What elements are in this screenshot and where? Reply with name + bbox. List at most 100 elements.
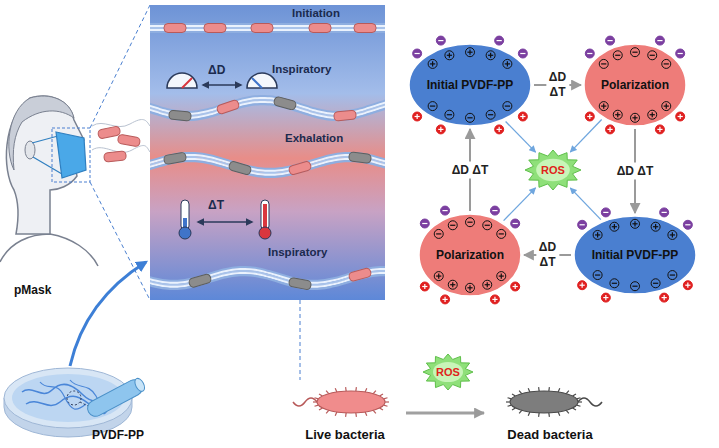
charge-symbol (520, 53, 525, 54)
charge-symbol (664, 295, 665, 300)
charge-symbol (589, 114, 590, 119)
polarized-ellipse: Polarization (583, 43, 687, 127)
charge-symbol (634, 221, 635, 226)
charge-symbol (612, 283, 617, 284)
charge-symbol (593, 230, 602, 239)
ros-star: ROS (423, 354, 473, 390)
charge-symbol (448, 280, 457, 289)
charge-symbol (445, 51, 454, 60)
charge-symbol (420, 282, 429, 291)
fiber-tube (85, 376, 147, 419)
text-holder: Initiation (292, 7, 340, 19)
charge-symbol (603, 103, 604, 108)
charge-symbol (417, 114, 418, 119)
charge-symbol (648, 110, 657, 119)
charge-symbol (585, 112, 594, 121)
charge-symbol (651, 222, 660, 231)
text-holder: Exhalation (285, 132, 343, 144)
charge-symbol (605, 295, 606, 300)
live-bacterium: Live bacteria (286, 382, 404, 444)
charge-symbol (490, 53, 491, 58)
bacterium-body (510, 391, 578, 413)
star-outline (525, 150, 581, 190)
charge-symbol (615, 55, 620, 56)
state-label: Initial PVDF-PP (427, 78, 514, 92)
fiber-bead (334, 110, 357, 121)
charge-symbol (610, 279, 619, 288)
charge-symbol (428, 59, 437, 68)
charge-symbol (652, 112, 653, 117)
breathing-panel: InitiationInspiratoryExhalationInspirato… (150, 5, 385, 300)
text-holder: Initial PVDF-PP (408, 43, 532, 127)
charge-symbol (518, 49, 527, 58)
charge-symbol (495, 125, 504, 134)
charge-symbol (422, 223, 427, 224)
text-holder: ΔT (208, 198, 224, 212)
bacterium-spike (506, 401, 510, 402)
charge-symbol (655, 125, 664, 134)
charge-symbol (413, 49, 422, 58)
charge-symbol (631, 113, 640, 122)
flagellum (578, 398, 602, 406)
charge-symbol (617, 112, 618, 117)
edge-label: ΔD ΔT (614, 163, 657, 180)
charge-symbol (445, 110, 454, 119)
charge-symbol (662, 102, 671, 111)
ear (25, 141, 35, 159)
tube-end (133, 377, 147, 393)
fiber-bead (288, 161, 312, 176)
thermometer-tube (181, 200, 189, 230)
fiber-strand (150, 161, 385, 177)
charge-symbol (490, 295, 499, 304)
charge-symbol (672, 232, 673, 237)
charge-symbol (666, 103, 667, 108)
charge-symbol (614, 224, 615, 229)
charge-symbol (467, 222, 472, 223)
charge-symbol (522, 114, 523, 119)
charge-symbol (659, 127, 660, 132)
charge-symbol (436, 233, 441, 234)
charge-symbol (448, 221, 457, 230)
bacteria-caption: Dead bacteria (486, 427, 614, 442)
charge-symbol (440, 127, 441, 132)
ellipse-outline (419, 214, 521, 296)
charge-symbol (434, 272, 443, 281)
charge-symbol (441, 295, 450, 304)
gauge (247, 73, 277, 88)
charge-symbol (436, 125, 445, 134)
charge-symbol (513, 223, 518, 224)
fiber-bead (354, 24, 376, 33)
polarized-ellipse: Polarization (418, 213, 522, 297)
dead-bacterium: Dead bacteria (486, 382, 614, 444)
charge-symbol (497, 272, 506, 281)
text-holder: ΔD (208, 63, 225, 77)
phase-label: Exhalation (285, 132, 343, 144)
charge-symbol (676, 112, 685, 121)
charge-symbol (593, 271, 602, 280)
charge-symbol (428, 102, 437, 111)
label-holder: PVDF-PP (92, 428, 144, 442)
charge-symbol (518, 112, 527, 121)
charge-symbol (599, 59, 608, 68)
charge-symbol (610, 222, 619, 231)
charge-symbol (430, 105, 435, 106)
charge-symbol (503, 102, 512, 111)
figure-label: pMask (14, 283, 51, 297)
edge-label-holder: ΔD ΔT (546, 69, 569, 101)
charge-symbol (486, 51, 495, 60)
charge-symbol (631, 48, 640, 57)
charge-symbol (469, 285, 470, 290)
fiber-bead (273, 96, 297, 110)
charge-symbol (631, 219, 640, 228)
charge-symbol (680, 114, 681, 119)
thermometer-tube (261, 200, 269, 230)
charge-symbol (436, 36, 445, 45)
charge-symbol (613, 51, 622, 60)
charge-symbol (655, 224, 656, 229)
delta-arrow (198, 221, 252, 223)
charge-symbol (444, 297, 445, 302)
charge-symbol (631, 282, 640, 291)
fiber-bead (104, 151, 127, 162)
mask-strap (33, 157, 62, 174)
